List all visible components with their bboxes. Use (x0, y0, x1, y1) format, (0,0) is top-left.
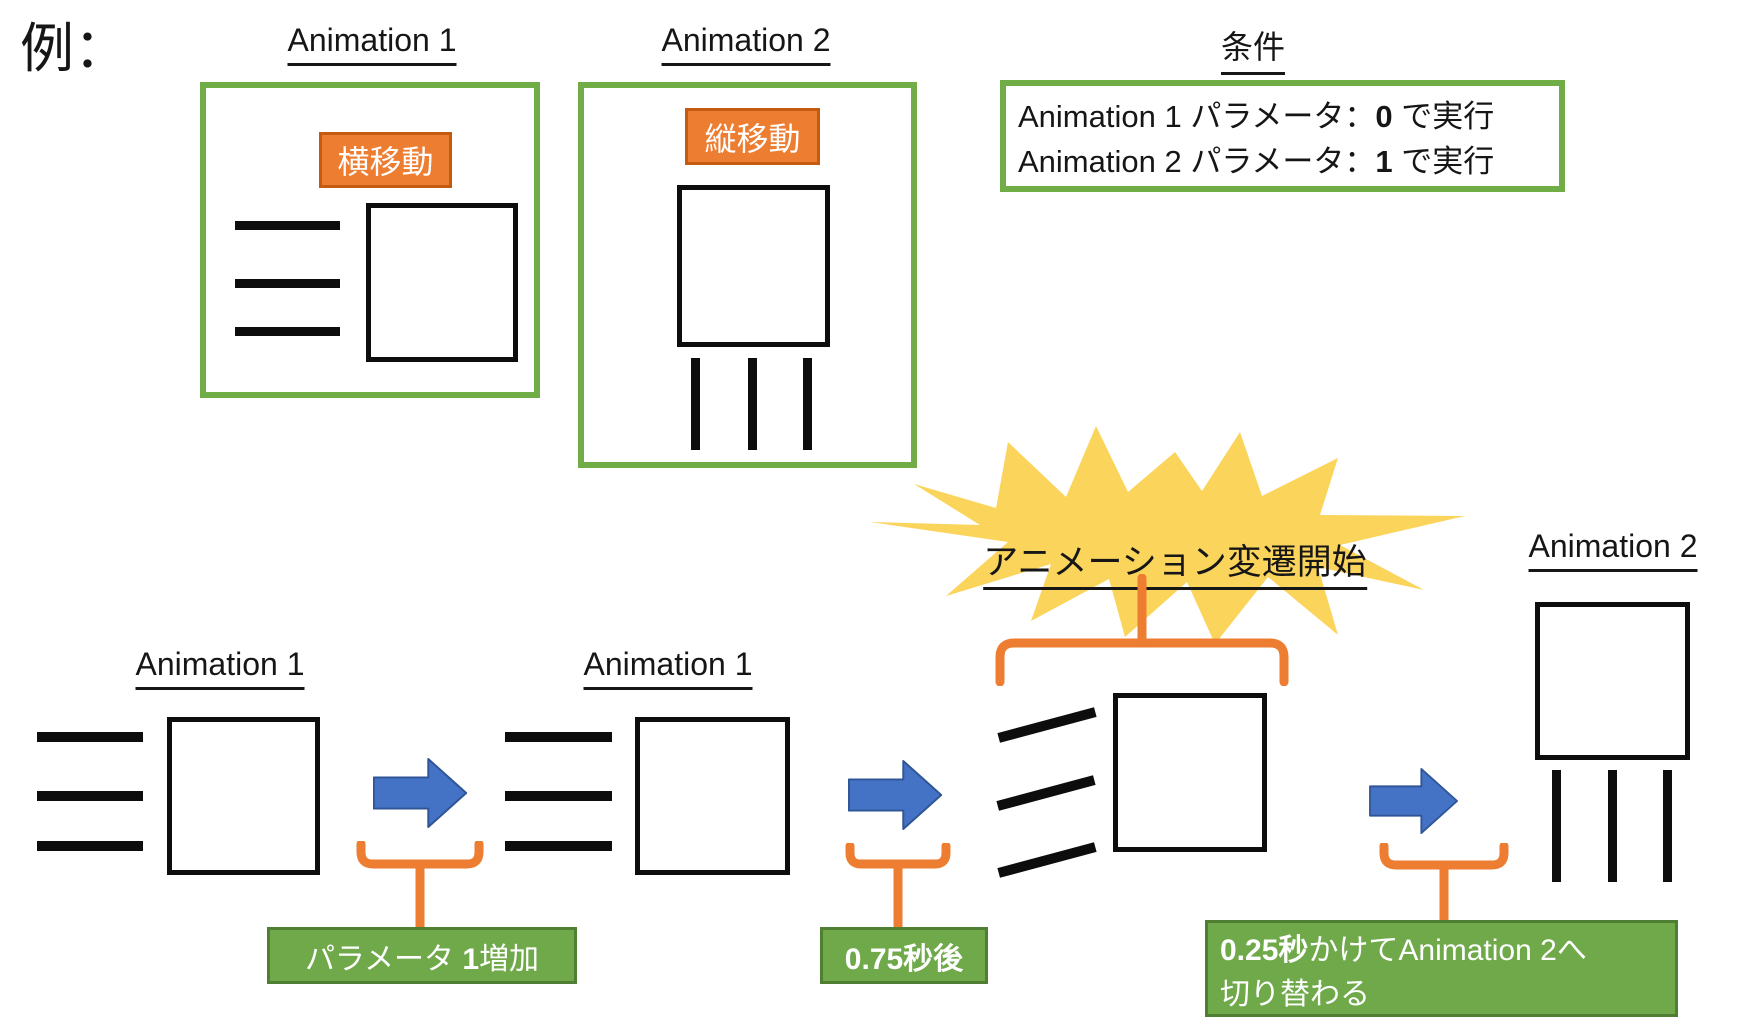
callout3-line-2: 切り替わる (1220, 973, 1663, 1017)
animation2-line-3 (803, 358, 812, 450)
callout2-bold: 0.75秒後 (844, 942, 964, 976)
step1-line-2 (37, 791, 143, 801)
condition1-post: で実行 (1392, 99, 1495, 134)
step2-title: Animation 1 (583, 646, 753, 690)
animation1-line-3 (235, 327, 340, 336)
top-animation1-title-text: Animation 1 (287, 22, 457, 66)
step3-square (1113, 693, 1267, 852)
callout3-bold: 0.25秒 (1220, 934, 1309, 967)
step1-line-1 (37, 732, 143, 742)
arrow-right-icon (373, 758, 468, 828)
animation1-tag-text: 横移動 (337, 144, 434, 180)
transition-brace (995, 574, 1289, 686)
step3-tilted-line-3 (997, 842, 1097, 878)
conditions-panel: Animation 1 パラメータ：0 で実行 Animation 2 パラメー… (1000, 80, 1565, 192)
step4-title: Animation 2 (1528, 528, 1698, 572)
condition2-value: 1 (1375, 144, 1393, 179)
step4-title-text: Animation 2 (1528, 528, 1698, 572)
animation1-line-2 (235, 279, 340, 288)
callout3-line-1: 0.25秒かけてAnimation 2へ (1220, 929, 1663, 973)
burst-label: アニメーション変遷開始 (983, 534, 1367, 590)
callout3-line2-text: 切り替わる (1220, 978, 1370, 1011)
callout1-text: パラメータ 1増加 (305, 934, 539, 978)
step4-line-3 (1663, 770, 1672, 882)
animation1-tag: 横移動 (319, 132, 452, 188)
callout1-post: 増加 (479, 942, 540, 976)
condition-line-2: Animation 2 パラメータ：1 で実行 (1018, 139, 1547, 184)
animation1-line-1 (235, 221, 340, 230)
step1-line-3 (37, 841, 143, 851)
animation2-line-2 (748, 358, 757, 450)
burst-label-text: アニメーション変遷開始 (983, 534, 1367, 590)
step1-square (167, 717, 320, 875)
condition2-post: で実行 (1392, 144, 1495, 179)
top-animation2-title-text: Animation 2 (661, 22, 831, 66)
step4-line-1 (1552, 770, 1561, 882)
step2-line-3 (505, 841, 612, 851)
step2-square (635, 717, 790, 875)
step3-tilted-line-2 (996, 775, 1096, 811)
step2-line-2 (505, 791, 612, 801)
callout3-brace (1379, 843, 1509, 923)
callout1-brace (356, 841, 484, 931)
top-animation1-title: Animation 1 (287, 22, 457, 66)
callout-switch-duration: 0.25秒かけてAnimation 2へ 切り替わる (1205, 920, 1678, 1017)
callout1-bold: 1 (462, 942, 480, 976)
condition1-value: 0 (1375, 99, 1393, 134)
animation2-tag: 縦移動 (685, 108, 820, 165)
step3-tilted-line-1 (997, 707, 1097, 743)
callout-delay: 0.75秒後 (820, 927, 988, 984)
condition2-pre: Animation 2 パラメータ： (1018, 144, 1376, 179)
condition1-pre: Animation 1 パラメータ： (1018, 99, 1376, 134)
animation2-tag-text: 縦移動 (704, 120, 801, 157)
top-animation2-title: Animation 2 (661, 22, 831, 66)
step2-title-text: Animation 1 (583, 646, 753, 690)
condition-line-1: Animation 1 パラメータ：0 で実行 (1018, 94, 1547, 139)
example-prefix-label: 例： (20, 19, 128, 79)
callout-parameter-increase: パラメータ 1増加 (267, 927, 577, 984)
callout3-post: かけてAnimation 2へ (1308, 934, 1587, 967)
callout2-brace (845, 843, 951, 929)
conditions-title-text: 条件 (1220, 22, 1286, 75)
animation2-square (677, 185, 830, 347)
step2-line-1 (505, 732, 612, 742)
callout1-pre: パラメータ (304, 942, 463, 976)
arrow-right-icon (1369, 768, 1458, 834)
step1-title: Animation 1 (135, 646, 305, 690)
animation1-square (366, 203, 518, 362)
step4-square (1535, 602, 1690, 760)
conditions-title: 条件 (1220, 22, 1286, 75)
animation2-line-1 (691, 358, 700, 450)
arrow-right-icon (848, 760, 943, 830)
step1-title-text: Animation 1 (135, 646, 305, 690)
step4-line-2 (1608, 770, 1617, 882)
